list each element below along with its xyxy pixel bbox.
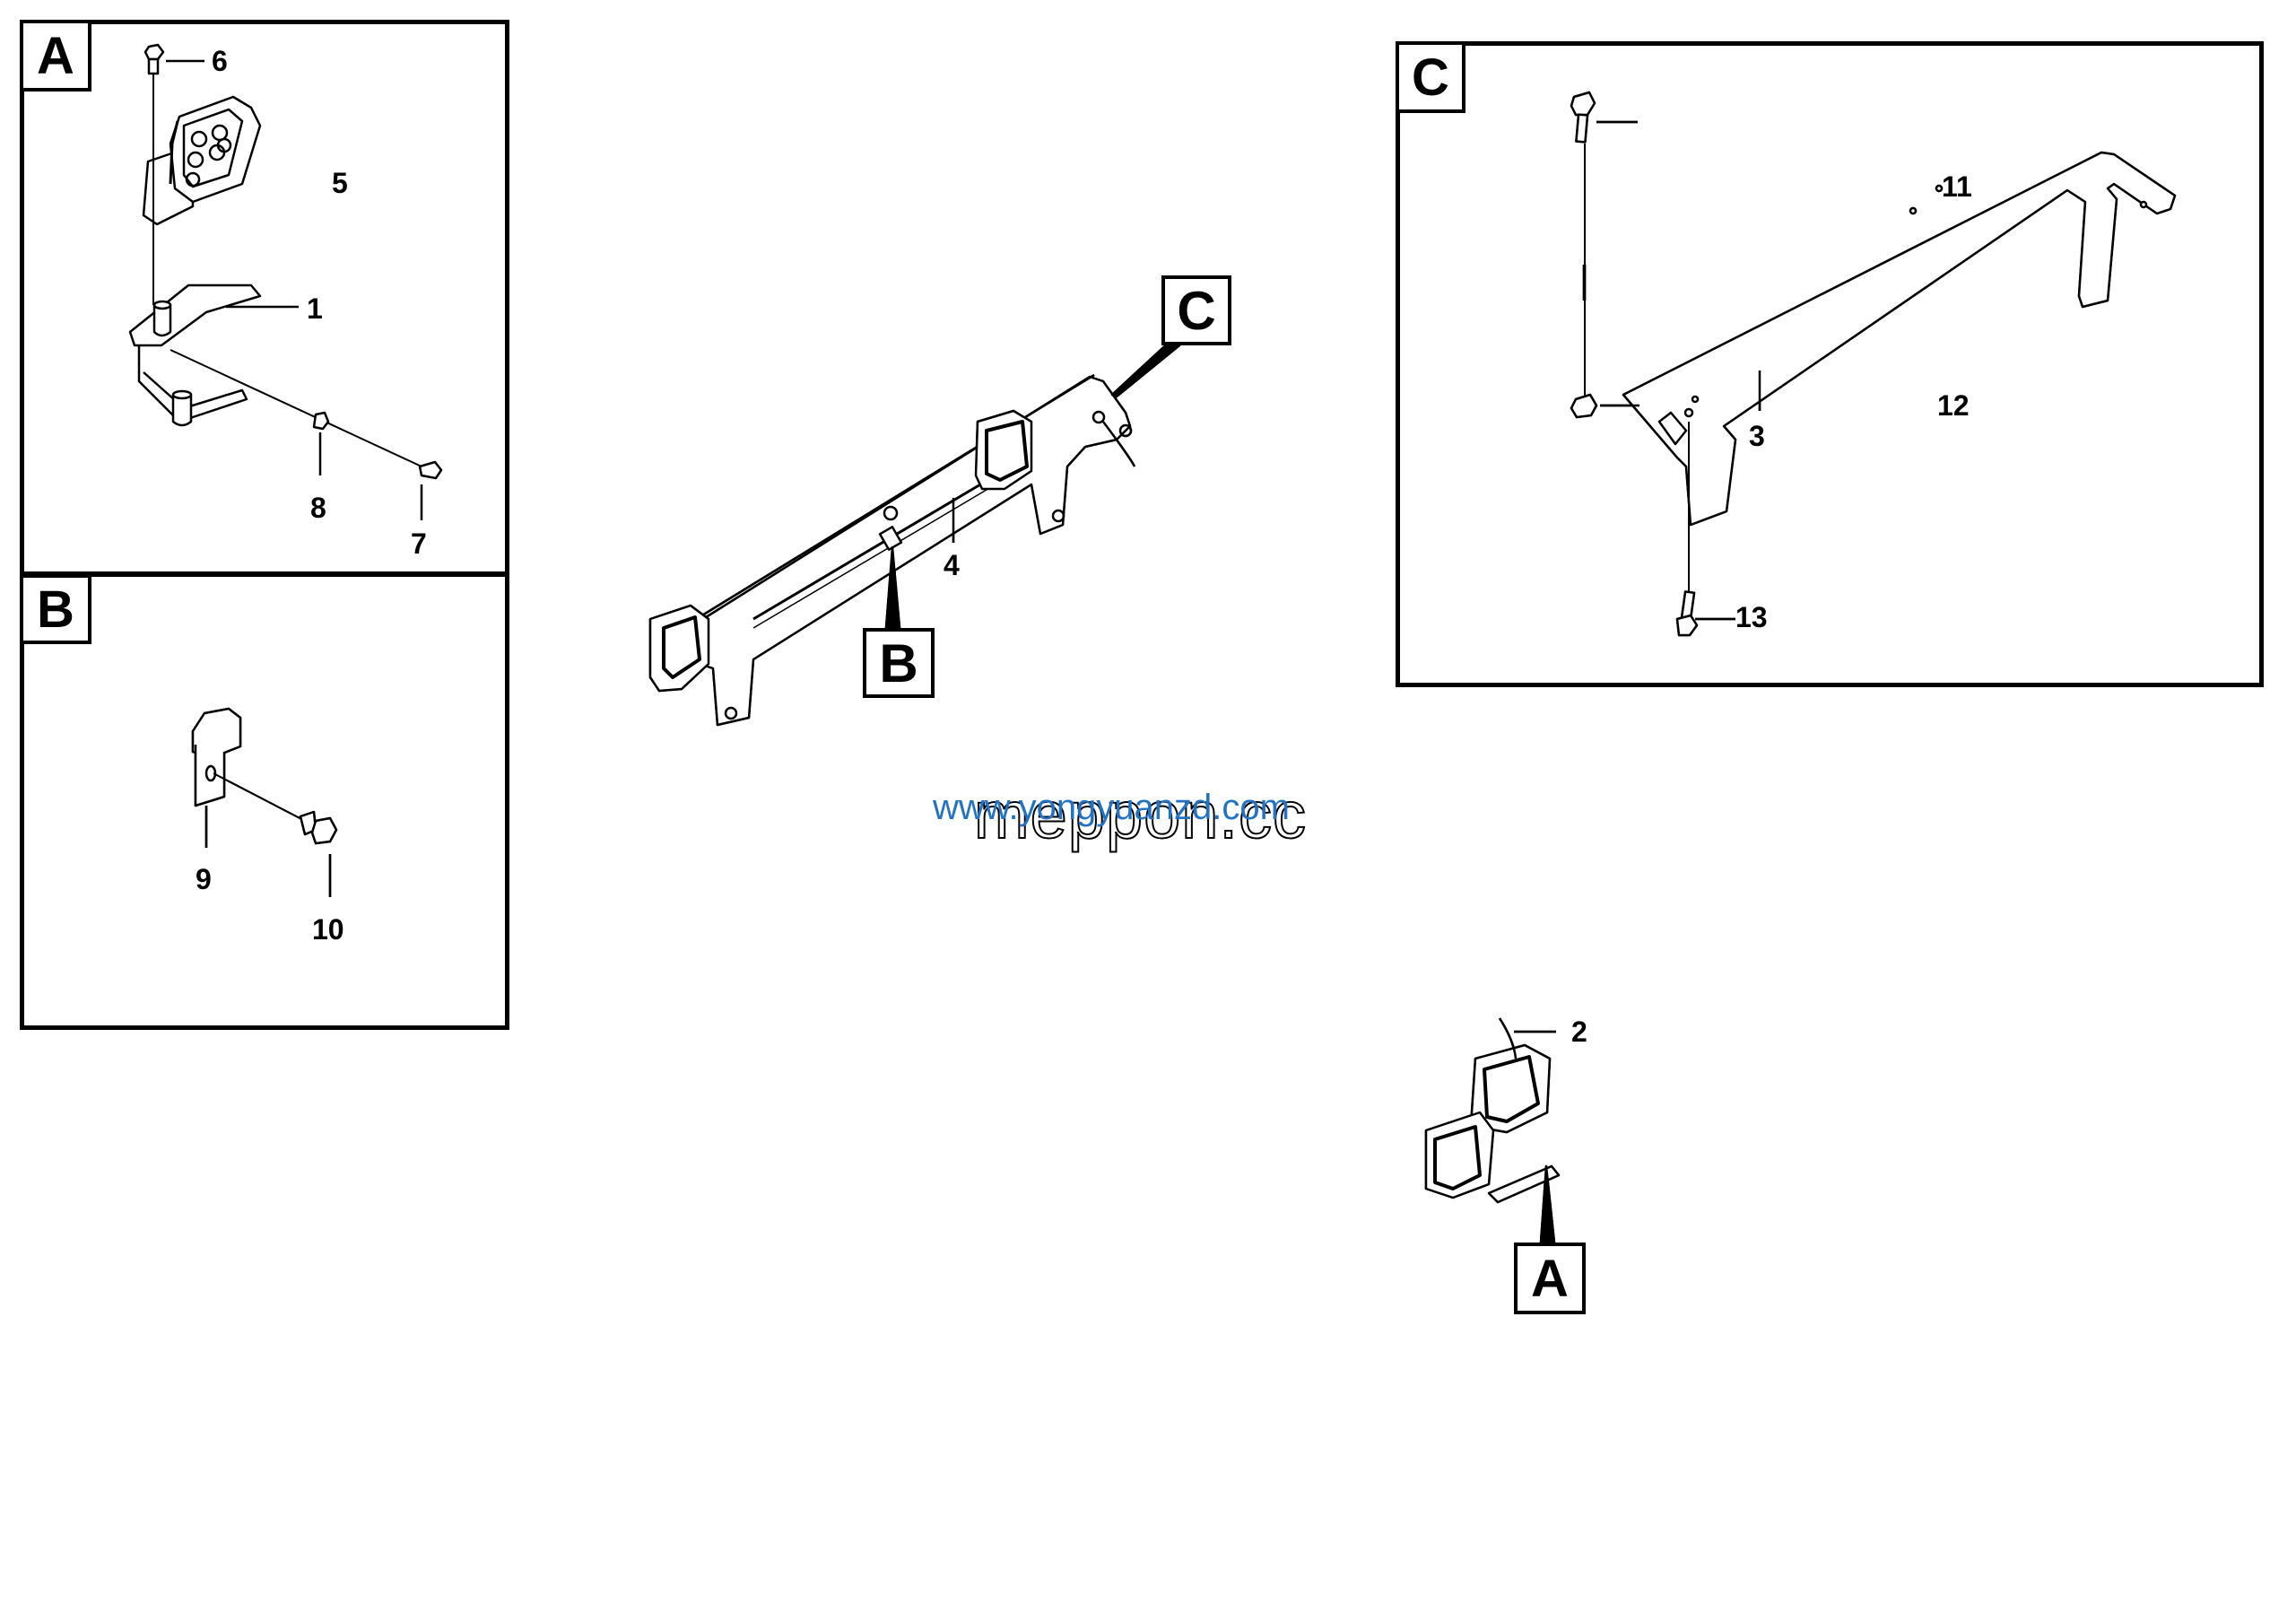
dual-lamp-assembly-illustration: [1424, 1017, 1561, 1244]
reference-tag-a: A: [1514, 1243, 1586, 1314]
callout-13: 13: [1735, 601, 1768, 633]
callout-12: 12: [1937, 389, 1970, 422]
callout-7: 7: [411, 528, 427, 560]
detail-panel-b: [20, 572, 509, 1030]
callout-8: 8: [310, 492, 326, 524]
reference-tag-c: C: [1161, 275, 1231, 345]
watermark-url: www.yongyuanzd.com: [933, 788, 1290, 827]
callout-1: 1: [307, 292, 323, 325]
reference-tag-b: B: [863, 628, 935, 698]
callout-6: 6: [212, 45, 228, 77]
callout-11: 11: [1942, 170, 1972, 203]
callout-2: 2: [1571, 1016, 1587, 1048]
detail-panel-c: [1396, 41, 2264, 687]
panel-label-a: A: [20, 20, 91, 92]
callout-5: 5: [332, 167, 348, 199]
panel-label-c: C: [1396, 41, 1465, 113]
watermark-outline: meppon.cc: [973, 777, 1307, 853]
callout-10: 10: [312, 913, 344, 946]
callout-9: 9: [196, 863, 212, 895]
detail-panel-a: [20, 20, 509, 576]
panel-label-b: B: [20, 574, 91, 644]
callout-3: 3: [1749, 420, 1765, 452]
callout-4: 4: [944, 549, 960, 581]
